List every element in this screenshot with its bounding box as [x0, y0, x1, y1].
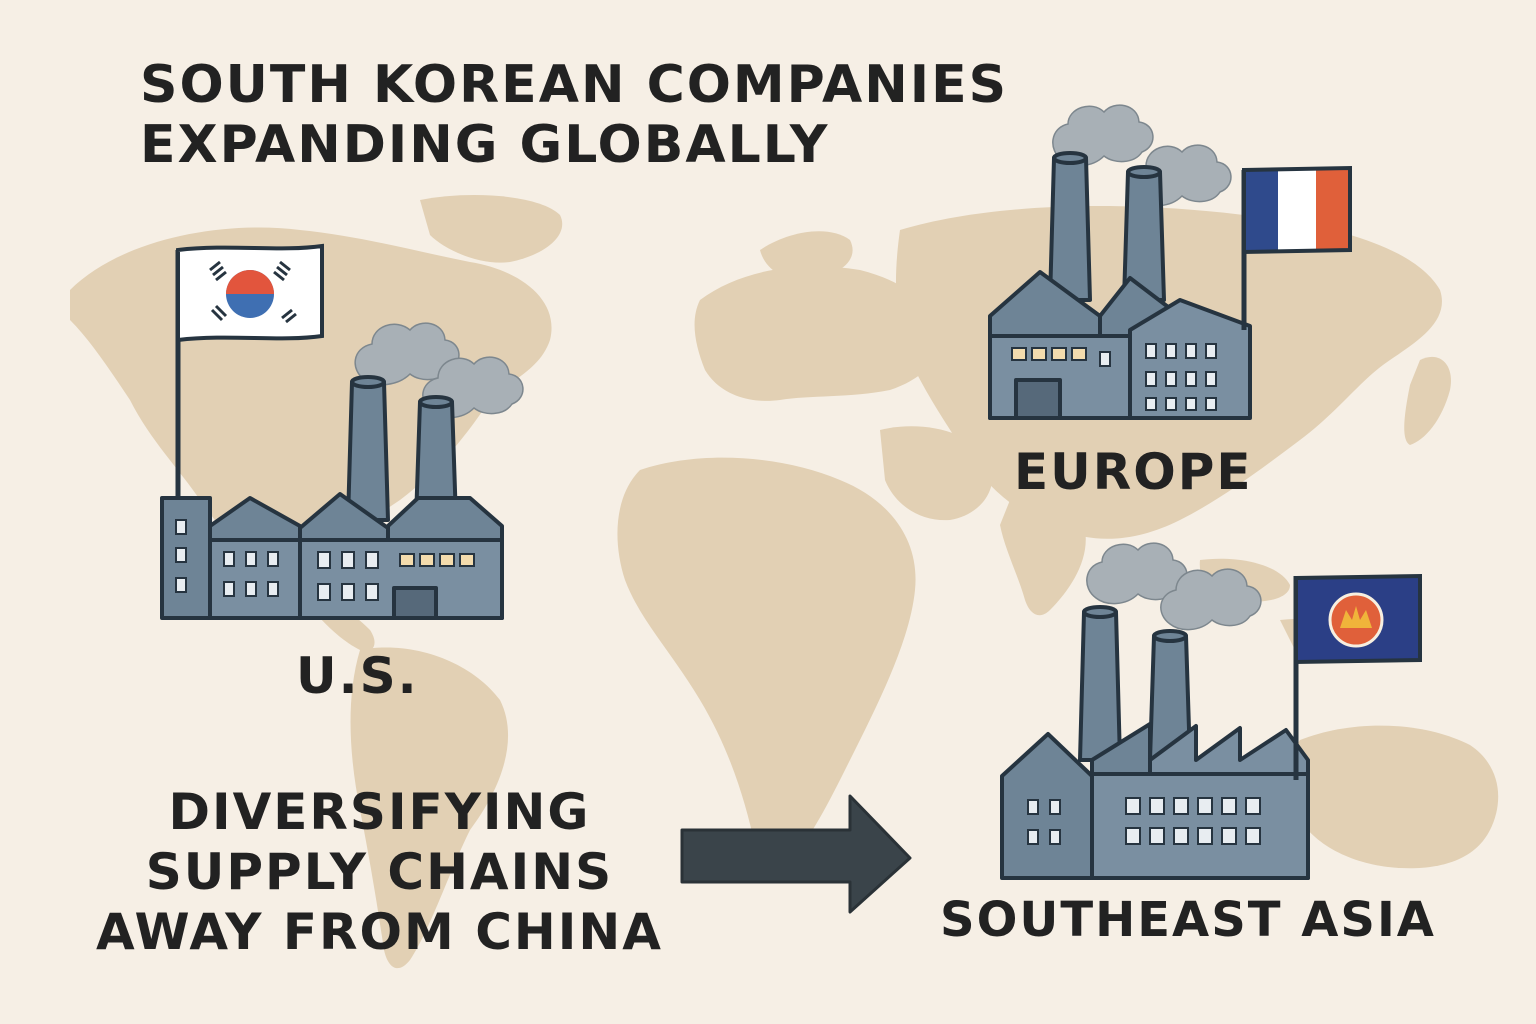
- france-flag: [1241, 165, 1352, 330]
- region-label-us: U.S.: [296, 647, 419, 705]
- sea-factory-group: [1000, 542, 1422, 880]
- factory-windows: [175, 519, 475, 601]
- south-korea-flag: [175, 243, 324, 500]
- region-label-europe: EUROPE: [1014, 443, 1253, 501]
- note-line: DIVERSIFYING: [168, 783, 591, 841]
- factory-windows: [1027, 797, 1261, 845]
- asean-flag: [1293, 573, 1422, 780]
- europe-factory-group: [988, 104, 1352, 420]
- note-line: SUPPLY CHAINS: [145, 843, 614, 901]
- supply-chain-note: DIVERSIFYING SUPPLY CHAINS AWAY FROM CHI…: [96, 782, 663, 962]
- smoke-cloud-icon: [1086, 542, 1262, 631]
- title-line: SOUTH KOREAN COMPANIES: [140, 55, 1009, 115]
- region-label-southeast-asia: SOUTHEAST ASIA: [940, 892, 1436, 948]
- factory-chimney: [1078, 605, 1192, 762]
- note-line: AWAY FROM CHINA: [96, 903, 663, 961]
- factory-chimney: [346, 375, 458, 522]
- arrow-right-icon: [680, 794, 912, 914]
- page-title: SOUTH KOREAN COMPANIES EXPANDING GLOBALL…: [140, 55, 1009, 176]
- title-line: EXPANDING GLOBALLY: [140, 114, 830, 175]
- factory-chimney: [1048, 151, 1166, 302]
- factory-windows: [1011, 343, 1217, 411]
- us-factory-group: [160, 243, 524, 620]
